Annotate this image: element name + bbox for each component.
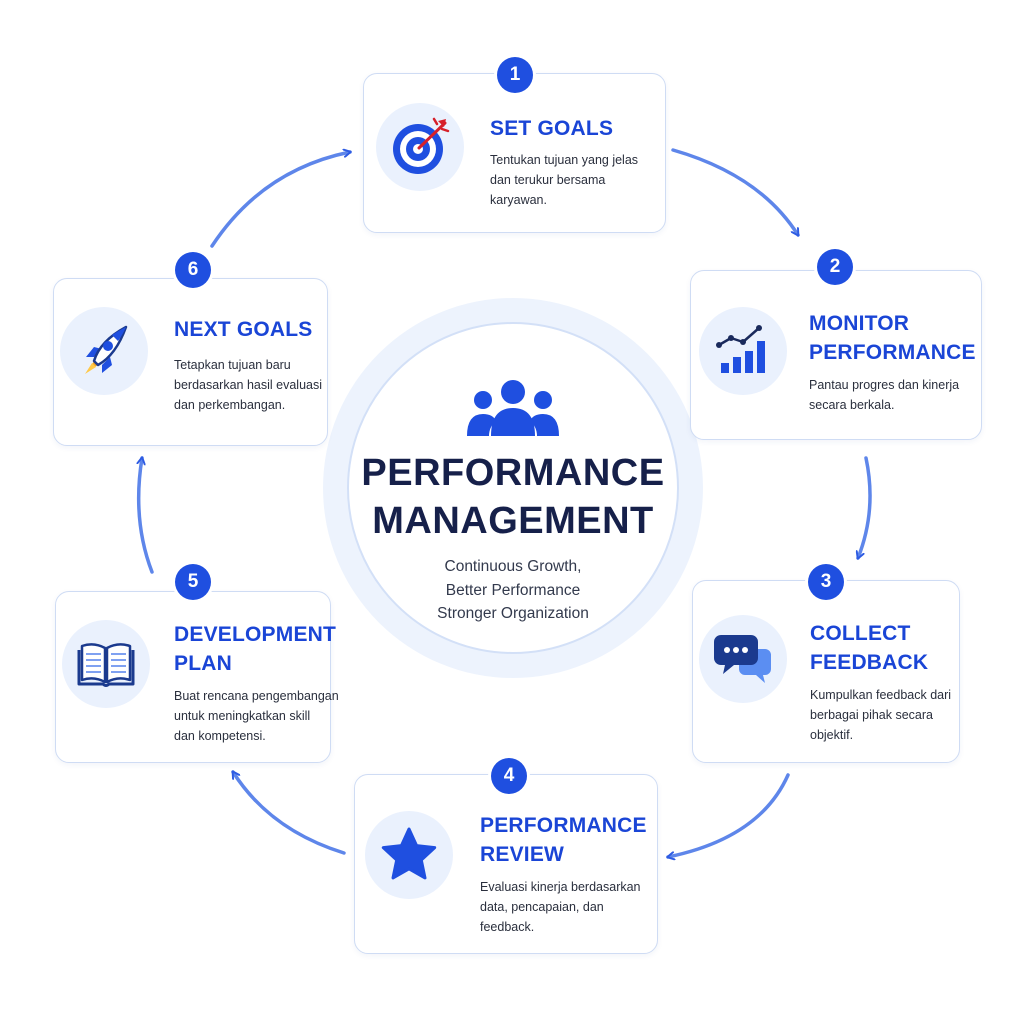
step-card-set-goals: SET GOALS Tentukan tujuan yang jelas dan… (363, 73, 666, 233)
desc-line: berbagai pihak secara (810, 708, 933, 722)
desc-line: feedback. (480, 920, 535, 934)
step-card-performance-review: PERFORMANCE REVIEW Evaluasi kinerja berd… (354, 774, 658, 954)
desc-line: data, pencapaian, dan (480, 900, 604, 914)
step-card-collect-feedback: COLLECT FEEDBACK Kumpulkan feedback dari… (692, 580, 960, 763)
icon-circle (60, 307, 148, 395)
desc-line: Kumpulkan feedback dari (810, 688, 952, 702)
step-number-badge-3: 3 (808, 564, 844, 600)
center-subtitle-line3: Stronger Organization (437, 605, 589, 622)
title-line: PERFORMANCE (480, 814, 647, 837)
step-description: Pantau progres dan kinerja secara berkal… (809, 375, 959, 415)
arrow-6-to-1 (210, 152, 352, 248)
center-circle (347, 322, 679, 654)
icon-circle (699, 307, 787, 395)
title-line: PERFORMANCE (809, 341, 976, 364)
center-title-line1: PERFORMANCE (361, 452, 665, 494)
step-title: PERFORMANCE REVIEW (480, 811, 647, 869)
desc-line: dan perkembangan. (174, 398, 286, 412)
step-description: Tetapkan tujuan baru berdasarkan hasil e… (174, 355, 322, 415)
growth-chart-icon (716, 325, 765, 373)
open-book-icon (77, 643, 135, 687)
desc-line: Pantau progres dan kinerja (809, 378, 960, 392)
icon-circle (376, 103, 464, 191)
step-title: NEXT GOALS (174, 315, 313, 344)
desc-line: secara berkala. (809, 398, 895, 412)
arrow-3-to-4 (666, 773, 790, 857)
step-description: Kumpulkan feedback dari berbagai pihak s… (810, 685, 951, 745)
center-subtitle-line1: Continuous Growth, (444, 558, 582, 575)
step-title: SET GOALS (490, 114, 613, 143)
step-title: COLLECT FEEDBACK (810, 619, 928, 677)
step-number-badge-4: 4 (491, 758, 527, 794)
icon-circle (365, 811, 453, 899)
step-number-badge-6: 6 (175, 252, 211, 288)
team-icon (467, 380, 559, 436)
rocket-icon (85, 325, 128, 374)
step-title: MONITOR PERFORMANCE (809, 309, 976, 367)
step-description: Evaluasi kinerja berdasarkan data, penca… (480, 877, 641, 937)
desc-line: Evaluasi kinerja berdasarkan (480, 880, 641, 894)
desc-line: Tentukan tujuan yang jelas (490, 153, 639, 167)
desc-line: karyawan. (490, 193, 547, 207)
icon-circle (699, 615, 787, 703)
step-card-next-goals: NEXT GOALS Tetapkan tujuan baru berdasar… (53, 278, 328, 446)
target-icon (393, 117, 450, 174)
step-card-development-plan: DEVELOPMENT PLAN Buat rencana pengembang… (55, 591, 339, 763)
step-number-badge-5: 5 (175, 564, 211, 600)
desc-line: untuk meningkatkan skill (174, 709, 311, 723)
title-line: PLAN (174, 652, 232, 675)
desc-line: Tetapkan tujuan baru (174, 358, 291, 372)
step-description: Buat rencana pengembangan untuk meningka… (174, 686, 339, 746)
arrow-5-to-6 (139, 456, 154, 574)
desc-line: dan kompetensi. (174, 729, 266, 743)
title-line: NEXT GOALS (174, 318, 313, 341)
star-icon (381, 827, 437, 880)
step-title: DEVELOPMENT PLAN (174, 620, 336, 678)
title-line: FEEDBACK (810, 651, 929, 674)
arrow-1-to-2 (671, 148, 800, 237)
desc-line: berdasarkan hasil evaluasi (174, 378, 323, 392)
desc-line: Buat rencana pengembangan (174, 689, 339, 703)
step-number-badge-2: 2 (817, 249, 853, 285)
desc-line: objektif. (810, 728, 854, 742)
step-number-badge-1: 1 (497, 57, 533, 93)
step-card-monitor-performance: MONITOR PERFORMANCE Pantau progres dan k… (690, 270, 982, 440)
title-line: REVIEW (480, 843, 565, 866)
arrow-4-to-5 (231, 770, 346, 855)
title-line: DEVELOPMENT (174, 623, 337, 646)
title-line: COLLECT (810, 622, 911, 645)
center-subtitle-line2: Better Performance (445, 582, 581, 599)
title-line: MONITOR (809, 312, 910, 335)
desc-line: dan terukur bersama (490, 173, 606, 187)
center-title-line2: MANAGEMENT (372, 500, 654, 542)
step-description: Tentukan tujuan yang jelas dan terukur b… (490, 150, 638, 210)
arrow-2-to-3 (858, 456, 872, 560)
title-line: SET GOALS (490, 117, 614, 140)
icon-circle (62, 620, 150, 708)
chat-bubbles-icon (714, 635, 771, 683)
